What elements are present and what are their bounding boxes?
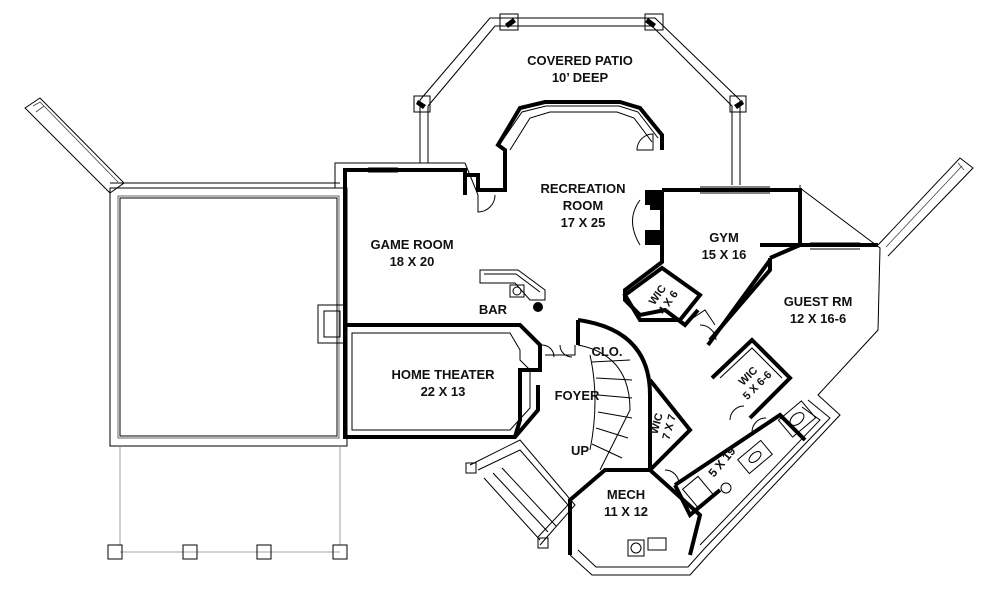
bar-label: BAR (479, 302, 508, 317)
wic-foyer-label: WIC (649, 412, 666, 436)
garage-area (109, 187, 348, 447)
guest-rm-label: GUEST RM (784, 294, 853, 309)
mech-dim: 11 X 12 (604, 504, 648, 519)
covered-patio-label: COVERED PATIO (527, 53, 633, 68)
wic-guest-walls (710, 337, 793, 420)
foyer-stairs (513, 318, 652, 472)
game-room-label: GAME ROOM (370, 237, 453, 252)
recreation-room-label-2: ROOM (563, 198, 603, 213)
recreation-room-label: RECREATION (541, 181, 626, 196)
guest-rm-dim: 12 X 16-6 (790, 311, 846, 326)
covered-patio-outline (413, 13, 747, 185)
home-theater-label: HOME THEATER (391, 367, 495, 382)
right-wing-wall (877, 157, 974, 257)
doors (477, 133, 767, 485)
gym-label: GYM (709, 230, 739, 245)
gym-walls (623, 186, 802, 342)
clo-label: CLO. (591, 344, 622, 359)
wic-foyer-walls (648, 378, 693, 472)
gym-dim: 15 X 16 (702, 247, 747, 262)
entry-steps (465, 439, 576, 549)
foyer-label: FOYER (555, 388, 600, 403)
mech-walls (568, 468, 703, 557)
lower-terrace (107, 446, 348, 560)
bar-counter (479, 269, 546, 312)
game-room-dim: 18 X 20 (390, 254, 435, 269)
game-room-walls (343, 167, 542, 350)
left-wing-wall (24, 97, 125, 194)
home-theater-dim: 22 X 13 (421, 384, 466, 399)
recreation-room-dim: 17 X 25 (561, 215, 606, 230)
guest-room-walls (706, 242, 878, 347)
mech-label: MECH (607, 487, 645, 502)
recreation-bay (465, 100, 664, 192)
covered-patio-dim: 10’ DEEP (552, 70, 609, 85)
exterior-walls (110, 162, 881, 576)
wic-gym-walls (622, 265, 716, 326)
up-label: UP (571, 443, 589, 458)
